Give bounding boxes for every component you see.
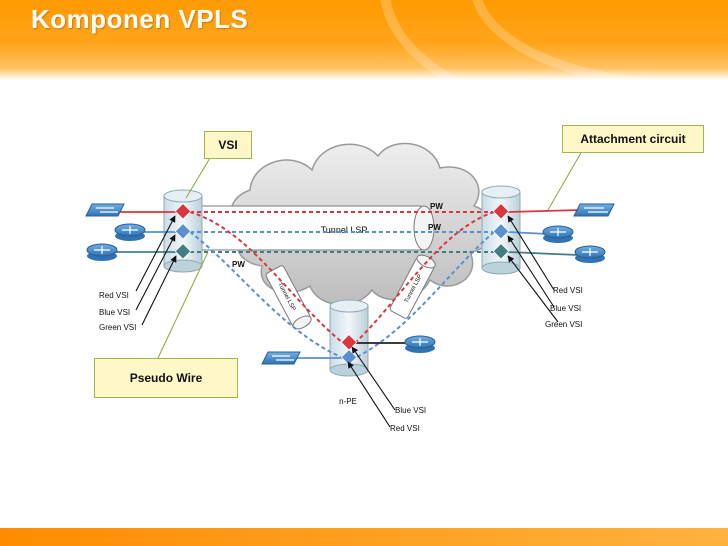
vsi-green-right [492, 242, 510, 260]
vsi-green-left [174, 242, 192, 260]
vsi-diamonds [174, 202, 510, 366]
switch-icon [261, 351, 301, 365]
right-red-vsi-label: Red VSI [553, 286, 583, 295]
switch-icon [573, 203, 615, 217]
vsi-callout: VSI [204, 131, 252, 159]
router-icon [542, 225, 574, 243]
tunnel-lsp-label: Tunnel LSP [321, 225, 368, 235]
pointer-arrows [135, 215, 559, 428]
bottom-blue-vsi-label: Blue VSI [395, 406, 426, 415]
pseudo-wire-callout: Pseudo Wire [94, 358, 238, 398]
pw-label: PW [430, 202, 443, 211]
callout-connectors [157, 150, 583, 359]
bottom-pe-label: n-PE [339, 397, 357, 406]
attachment-circuit-callout: Attachment circuit [562, 125, 704, 153]
right-blue-vsi-label: Blue VSI [550, 304, 581, 313]
vsi-blue-right [492, 222, 510, 240]
title-bar: Komponen VPLS [0, 0, 728, 80]
router-icon [114, 223, 146, 241]
page-title: Komponen VPLS [31, 4, 249, 34]
vsi-red-left [174, 202, 192, 220]
left-green-vsi-label: Green VSI [99, 323, 136, 332]
switch-icon [85, 203, 125, 217]
bottom-red-vsi-label: Red VSI [390, 424, 420, 433]
router-icon [404, 335, 436, 353]
pw-label: PW [428, 223, 441, 232]
vsi-red-bottom [340, 333, 358, 351]
tunnel-lsp-left: Tunnel LSP [265, 265, 312, 330]
vsi-blue-left [174, 222, 192, 240]
bottom-vsi-labels: Blue VSI Red VSI [390, 406, 426, 433]
left-red-vsi-label: Red VSI [99, 291, 129, 300]
right-vsi-labels: Red VSI Blue VSI Green VSI [545, 286, 583, 329]
pseudo-wires [189, 211, 495, 359]
left-vsi-labels: Red VSI Blue VSI Green VSI [99, 291, 136, 332]
vsi-red-right [492, 202, 510, 220]
router-icon [86, 243, 118, 261]
router-icon [574, 245, 606, 263]
right-green-vsi-label: Green VSI [545, 320, 582, 329]
left-blue-vsi-label: Blue VSI [99, 308, 130, 317]
pw-label: PW [232, 260, 245, 269]
footer-bar [0, 528, 728, 546]
